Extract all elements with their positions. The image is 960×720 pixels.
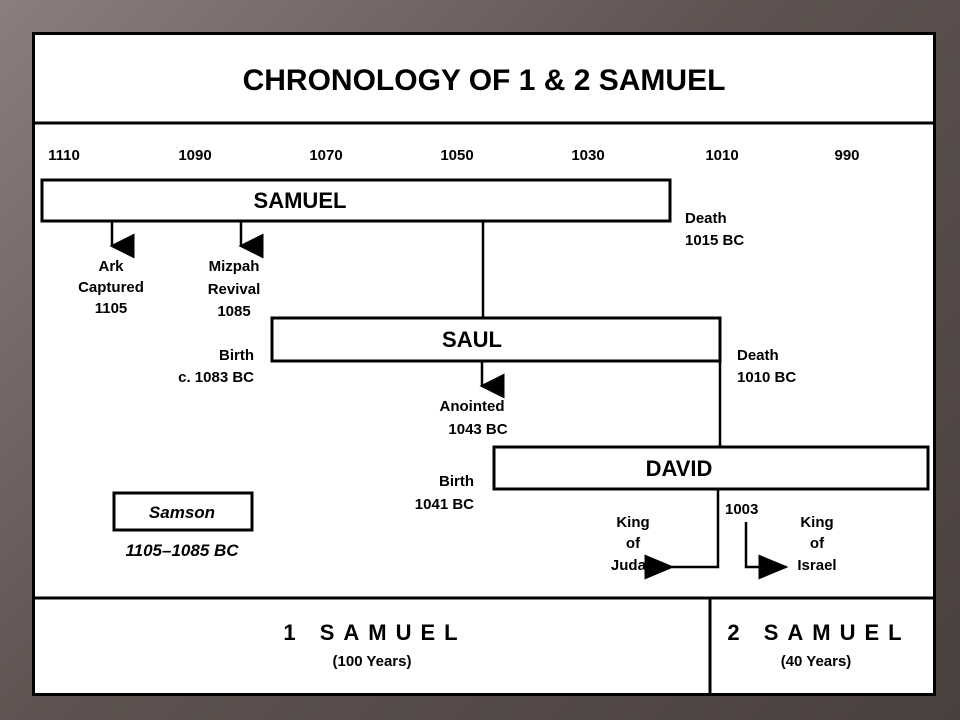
david-birth-label: Birth <box>439 473 474 490</box>
saul-bar-label: SAUL <box>442 327 502 352</box>
mizpah-label: Revival <box>208 281 261 298</box>
saul-birth-year: c. 1083 BC <box>178 369 254 386</box>
book-2-samuel: 2 SAMUEL <box>727 620 910 645</box>
timeline-years: 1110 1090 1070 1050 1030 1010 990 <box>48 147 859 164</box>
mizpah-year: 1085 <box>217 303 250 320</box>
saul-death-label: Death <box>737 347 779 364</box>
book-2-samuel-years: (40 Years) <box>781 653 852 670</box>
king-judah-label: of <box>626 535 641 552</box>
samuel-death-label: Death <box>685 210 727 227</box>
king-israel-label: Israel <box>797 557 836 574</box>
chart-frame: CHRONOLOGY OF 1 & 2 SAMUEL 1110 1090 107… <box>32 32 936 696</box>
king-judah-label: Judah <box>611 557 655 574</box>
chronology-diagram: CHRONOLOGY OF 1 & 2 SAMUEL 1110 1090 107… <box>32 32 936 696</box>
anointed-label: Anointed <box>440 398 505 415</box>
samuel-bar <box>40 178 672 223</box>
outer-border <box>32 32 936 696</box>
year-label: 1070 <box>309 147 342 164</box>
samson-box <box>112 491 254 532</box>
ark-label: Ark <box>98 258 124 275</box>
david-bar <box>492 445 930 491</box>
year-label: 1050 <box>440 147 473 164</box>
david-bar-label: DAVID <box>646 456 713 481</box>
david-birth-year: 1041 BC <box>415 496 474 513</box>
saul-death-year: 1010 BC <box>737 369 796 386</box>
samuel-bar-label: SAMUEL <box>254 188 347 213</box>
year-label: 1030 <box>571 147 604 164</box>
saul-birth-label: Birth <box>219 347 254 364</box>
year-label: 1090 <box>178 147 211 164</box>
saul-bar <box>270 316 722 363</box>
samson-years: 1105–1085 BC <box>125 541 239 560</box>
king-judah-label: King <box>616 514 649 531</box>
mizpah-label: Mizpah <box>209 258 260 275</box>
anointed-year: 1043 BC <box>448 421 507 438</box>
book-1-samuel-years: (100 Years) <box>333 653 412 670</box>
samson-label: Samson <box>149 503 215 522</box>
year-label: 1010 <box>705 147 738 164</box>
israel-arrow <box>744 522 789 580</box>
year-label: 990 <box>834 147 859 164</box>
judah-arrow <box>644 489 720 580</box>
year-label: 1110 <box>48 147 80 164</box>
samuel-death-year: 1015 BC <box>685 232 744 249</box>
book-1-samuel: 1 SAMUEL <box>283 620 466 645</box>
king-israel-label: King <box>800 514 833 531</box>
king-israel-label: of <box>810 535 825 552</box>
ark-year: 1105 <box>95 300 128 317</box>
ark-label: Captured <box>78 279 144 296</box>
year-1003-label: 1003 <box>725 501 758 518</box>
page-title: CHRONOLOGY OF 1 & 2 SAMUEL <box>243 64 726 97</box>
